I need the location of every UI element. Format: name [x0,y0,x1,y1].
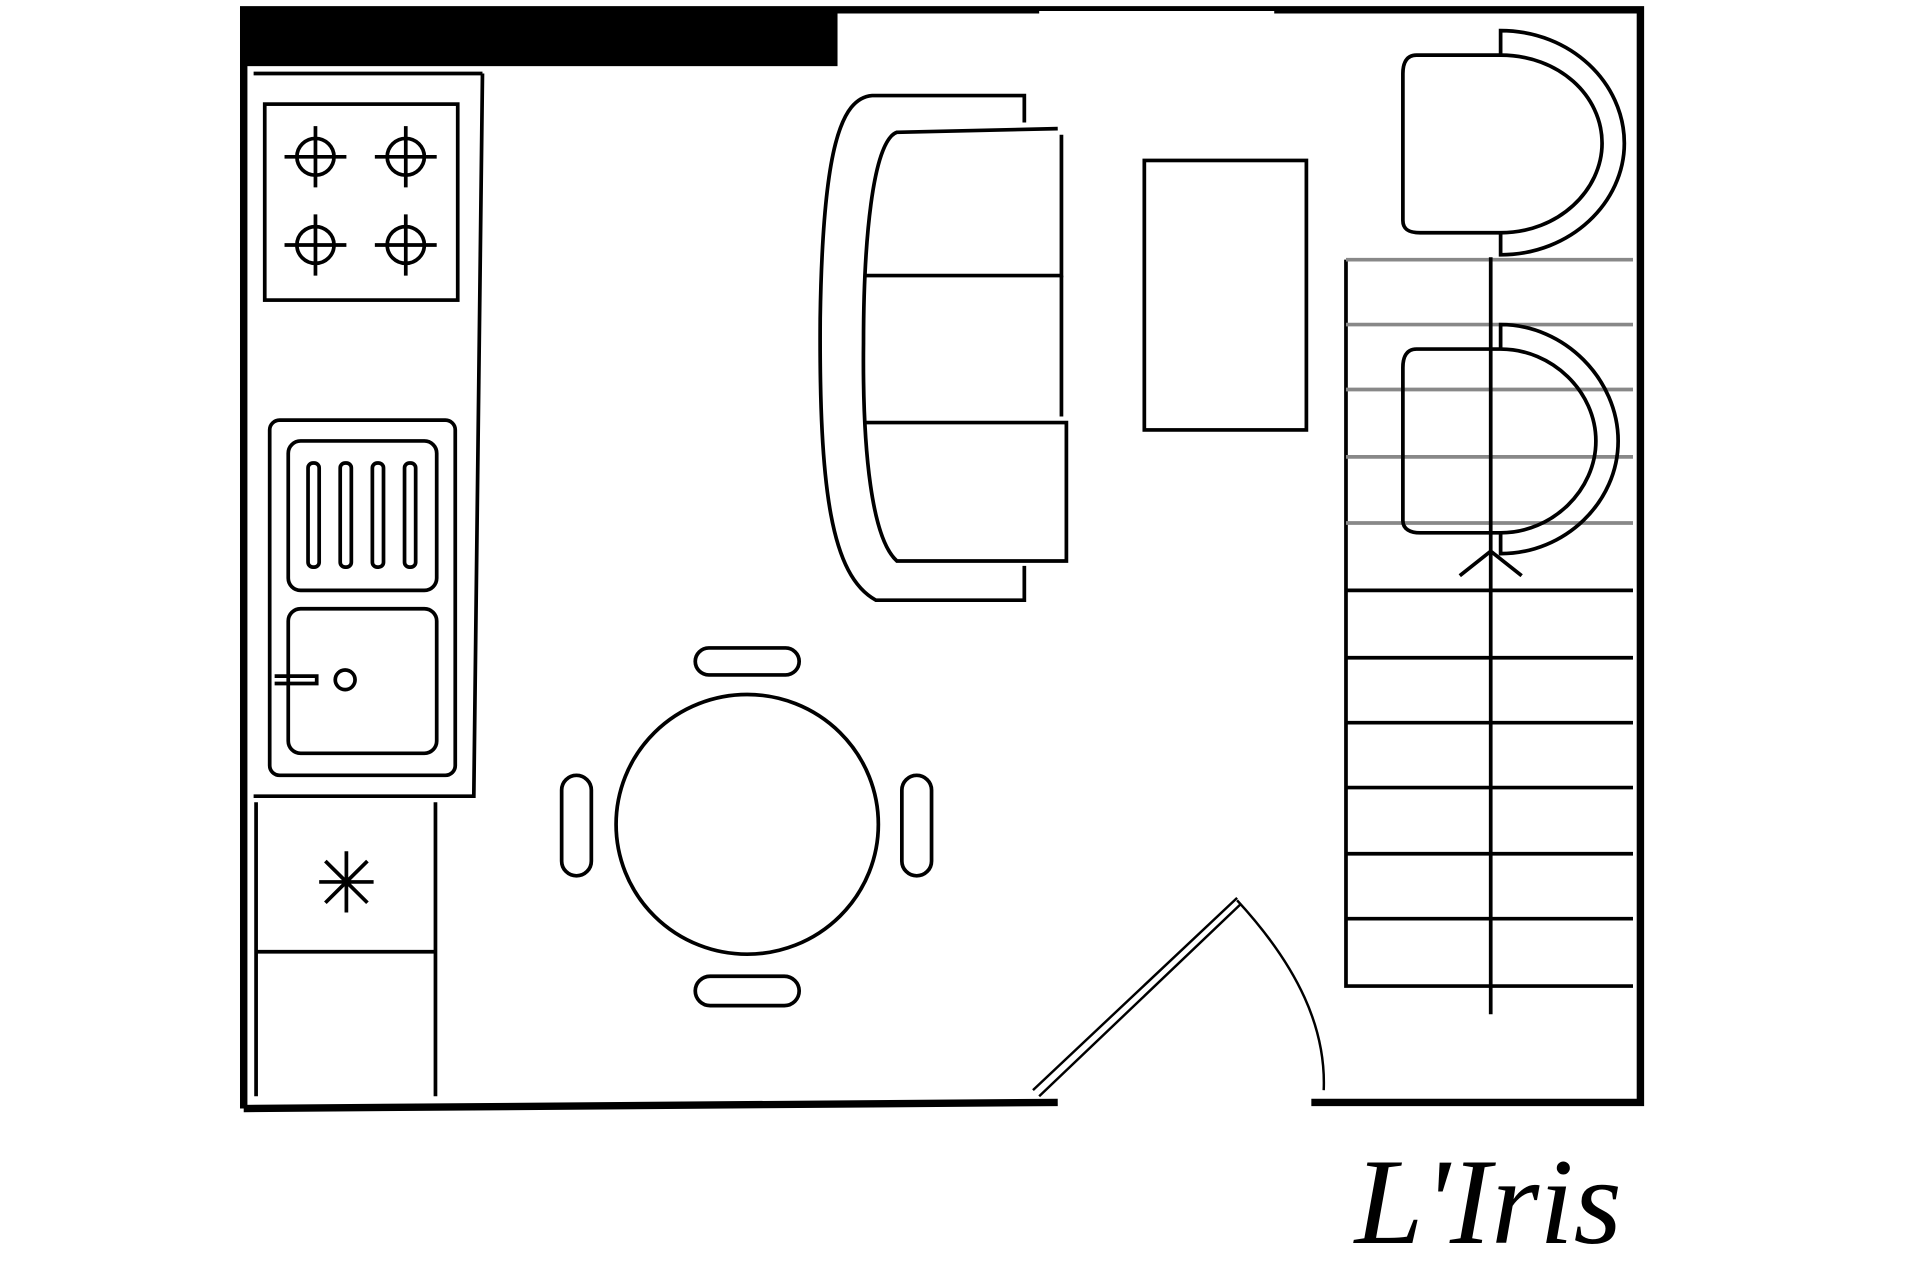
sofa [818,93,1069,603]
entrance-door [1032,896,1326,1098]
burner-icon [374,126,437,188]
burner-icon [284,126,347,188]
burner-icon [284,214,347,276]
walls [240,6,1645,1113]
plan-title: L'Iris [1353,1134,1622,1270]
snowflake-icon [319,851,374,913]
coffee-table [1142,158,1309,432]
dining-table [559,646,934,1008]
stove [262,102,460,302]
burner-icon [374,214,437,276]
sink [267,418,458,778]
armchair [1401,28,1627,257]
armchair [1401,322,1621,556]
staircase [1344,257,1633,1015]
fridge [254,802,438,1097]
